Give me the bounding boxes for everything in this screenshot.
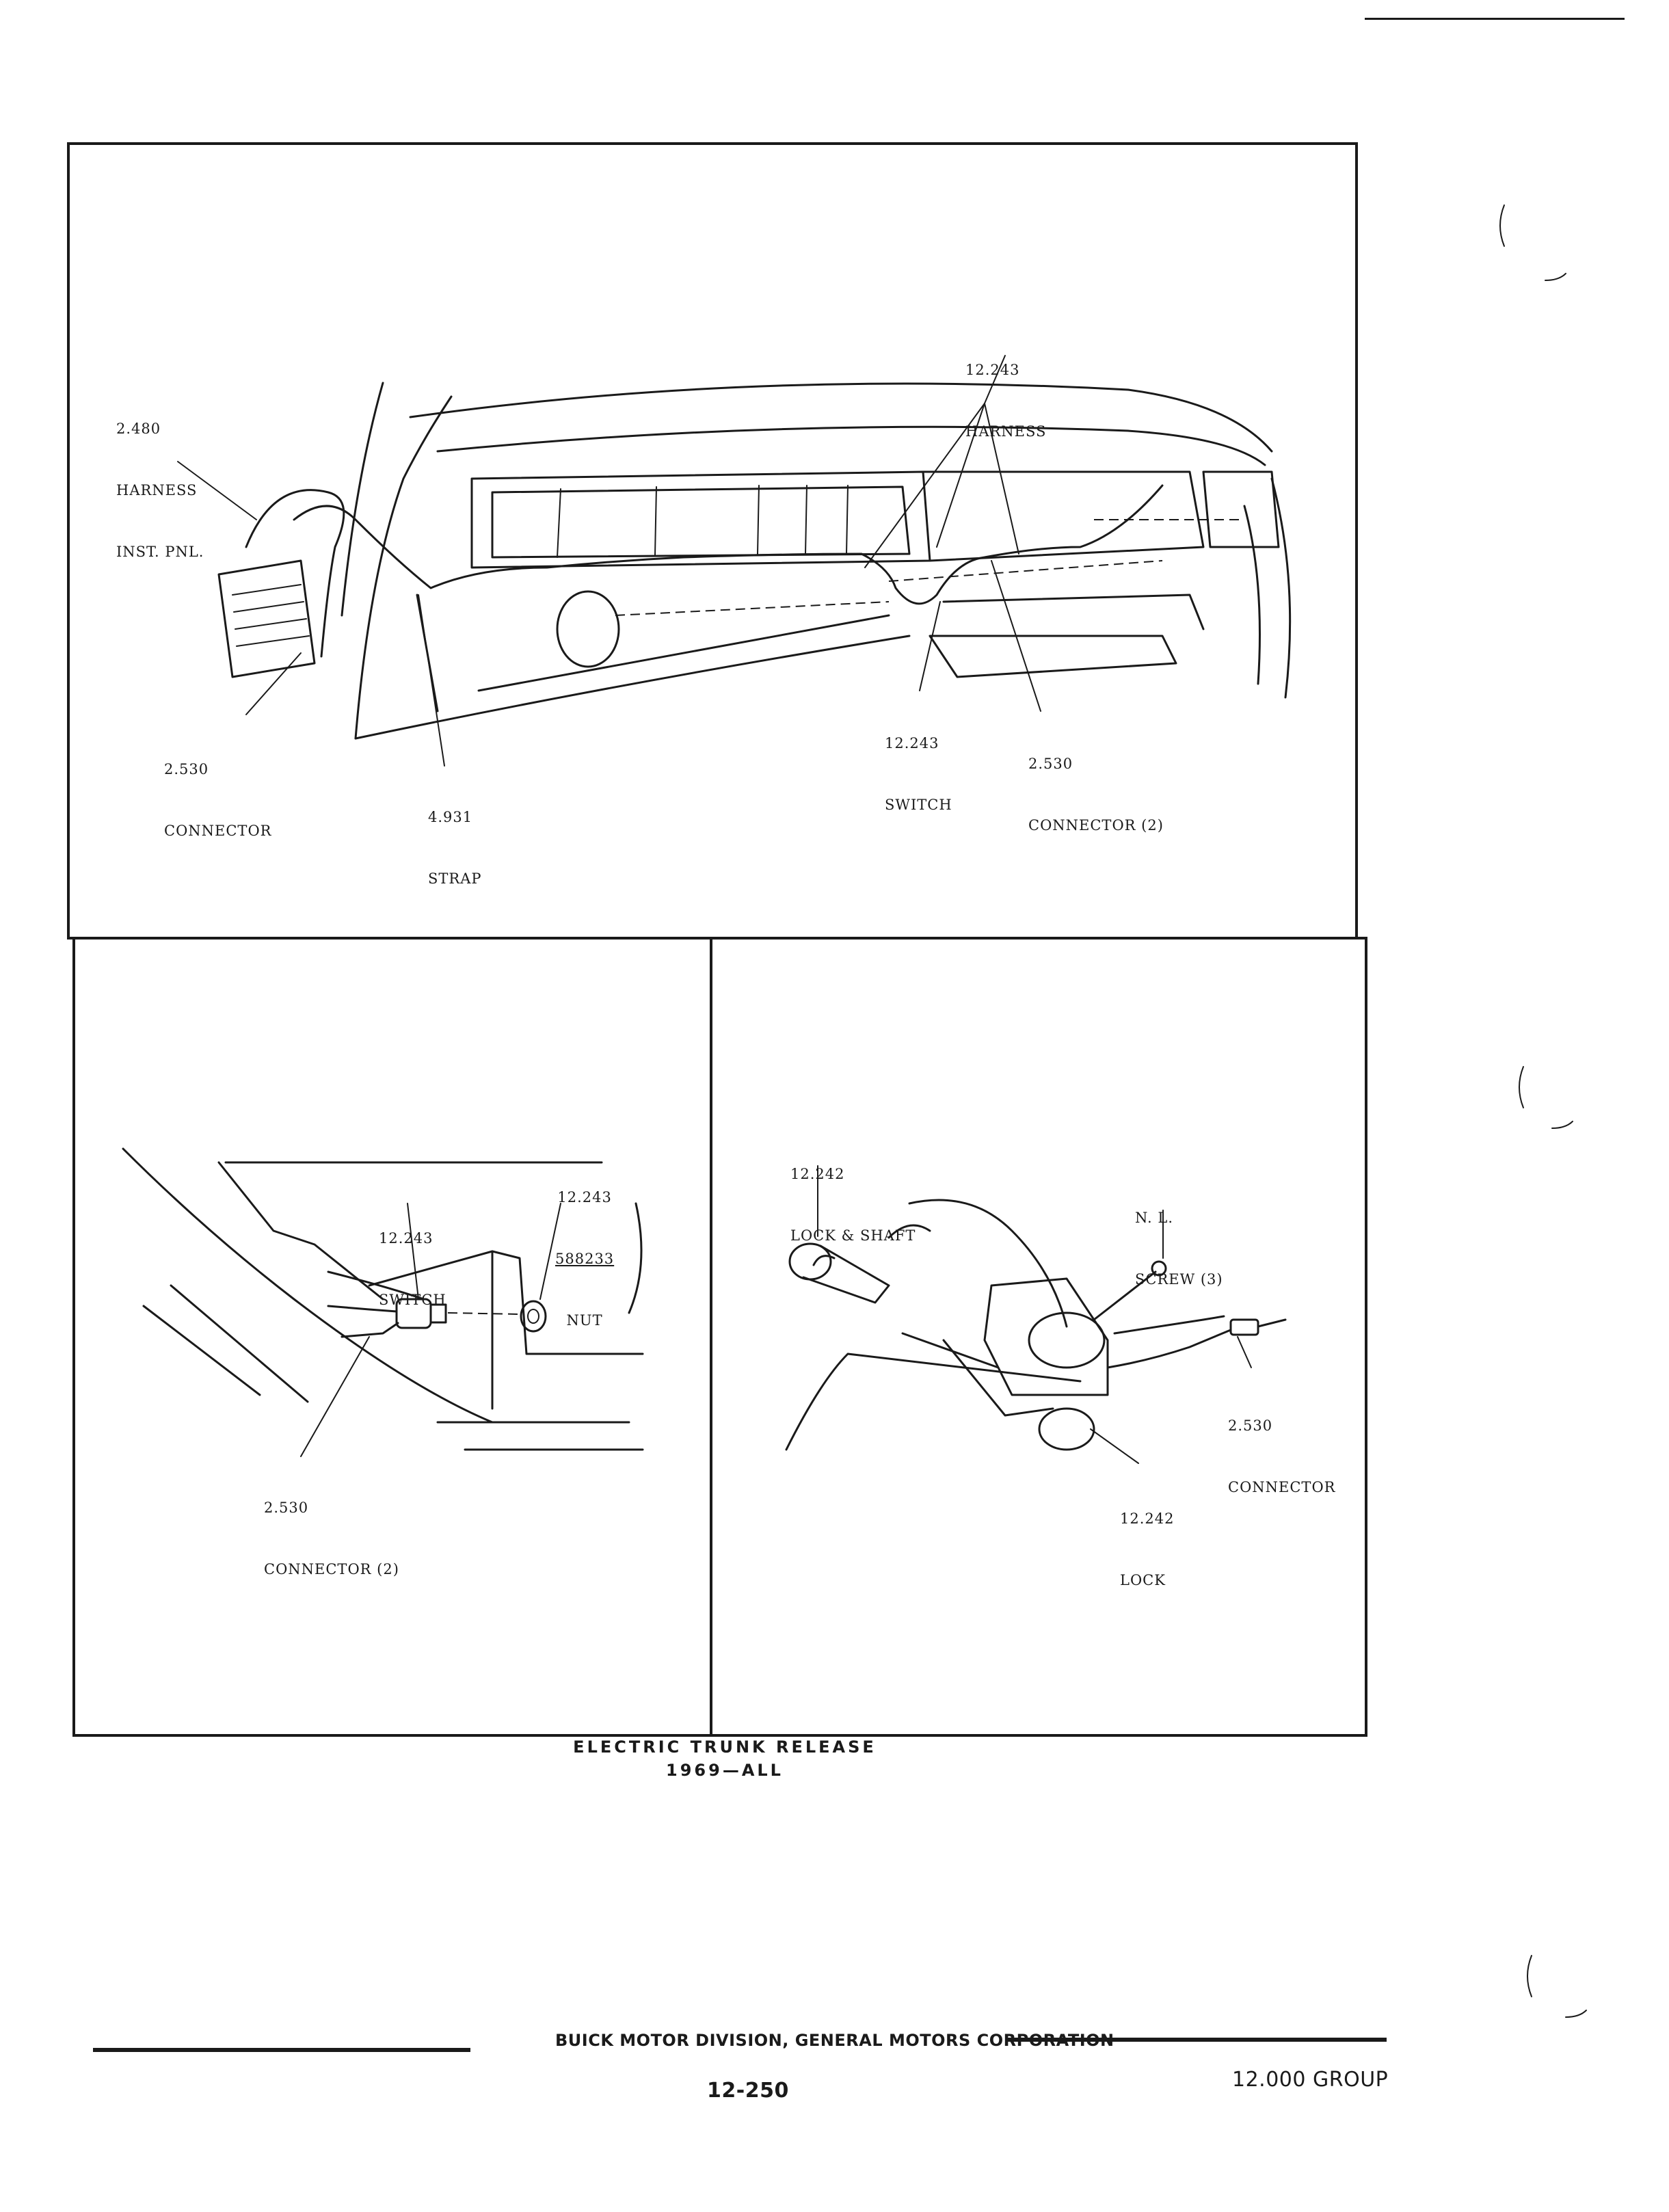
part-number: 12.243 [557, 1189, 612, 1205]
caption-title: ELECTRIC TRUNK RELEASE [573, 1737, 877, 1757]
caption-subtitle: 1969—ALL [666, 1761, 784, 1780]
footer-rule-left [93, 2048, 470, 2052]
part-number: 12.243 [965, 362, 1020, 378]
part-number: 12.242 [790, 1166, 845, 1182]
top-leader-lines [177, 355, 1041, 767]
footer-page-number: 12-250 [707, 2079, 789, 2103]
part-number: 2.530 [264, 1500, 309, 1516]
part-number-2: 588233 [555, 1251, 615, 1267]
part-name: SWITCH [885, 797, 952, 813]
label-connector-left: 2.530 CONNECTOR [164, 718, 271, 862]
part-number: 12.243 [379, 1230, 433, 1247]
label-connector-right: 2.530 CONNECTOR (2) [1028, 712, 1164, 856]
label-screw: N. L. SCREW (3) [1135, 1167, 1223, 1310]
part-number: 12.243 [885, 735, 939, 751]
part-number: 2.530 [164, 761, 209, 777]
part-number: 2.530 [1228, 1417, 1273, 1434]
switch-mount-drawing [122, 1147, 644, 1451]
part-number: 4.931 [428, 809, 473, 825]
label-harness-inst-pnl: 2.480 HARNESS INST. PNL. [116, 377, 204, 583]
part-number: N. L. [1135, 1210, 1174, 1226]
diagram-frame-bottom-right [710, 937, 1367, 1737]
part-name: HARNESS [116, 482, 198, 498]
part-name: NUT [566, 1312, 603, 1329]
part-name: CONNECTOR [1228, 1479, 1336, 1495]
footer-group: 12.000 GROUP [1232, 2068, 1389, 2092]
label-switch-top: 12.243 SWITCH [885, 692, 952, 836]
label-nut: 12.243 588233 NUT [555, 1146, 614, 1351]
diagram-caption: ELECTRIC TRUNK RELEASE 1969—ALL [506, 1735, 944, 1782]
part-name: CONNECTOR (2) [1028, 817, 1164, 834]
part-name-2: INST. PNL. [116, 544, 204, 560]
corner-rule [1365, 18, 1625, 20]
part-number: 2.480 [116, 421, 161, 437]
bottom-right-leader-lines [817, 1165, 1252, 1464]
part-name: SCREW (3) [1135, 1271, 1223, 1288]
part-name: CONNECTOR [164, 823, 272, 839]
label-lock: 12.242 LOCK [1120, 1467, 1174, 1611]
instrument-panel-drawing [217, 382, 1292, 740]
footer-rule-right [1006, 2038, 1387, 2042]
margin-mark [1499, 204, 1505, 247]
part-name: SWITCH [379, 1292, 446, 1308]
bottom-left-leader-lines [300, 1203, 561, 1457]
part-number: 12.242 [1120, 1510, 1175, 1527]
lock-shaft-drawing [785, 1199, 1287, 1451]
label-harness: 12.243 HARNESS [965, 319, 1046, 462]
part-number: 2.530 [1028, 756, 1073, 772]
part-name: HARNESS [965, 423, 1047, 440]
label-connector-bottom-right: 2.530 CONNECTOR [1228, 1374, 1335, 1518]
label-switch-bottom-left: 12.243 SWITCH [379, 1187, 446, 1331]
label-strap: 4.931 STRAP [428, 766, 482, 909]
footer-division: BUICK MOTOR DIVISION, GENERAL MOTORS COR… [555, 2031, 1114, 2050]
label-connector-bottom-left: 2.530 CONNECTOR (2) [264, 1456, 399, 1600]
label-lock-shaft: 12.242 LOCK & SHAFT [790, 1123, 916, 1266]
part-name: LOCK [1120, 1572, 1166, 1588]
part-name: CONNECTOR (2) [264, 1561, 399, 1577]
part-name: STRAP [428, 870, 482, 887]
part-name: LOCK & SHAFT [790, 1227, 916, 1244]
